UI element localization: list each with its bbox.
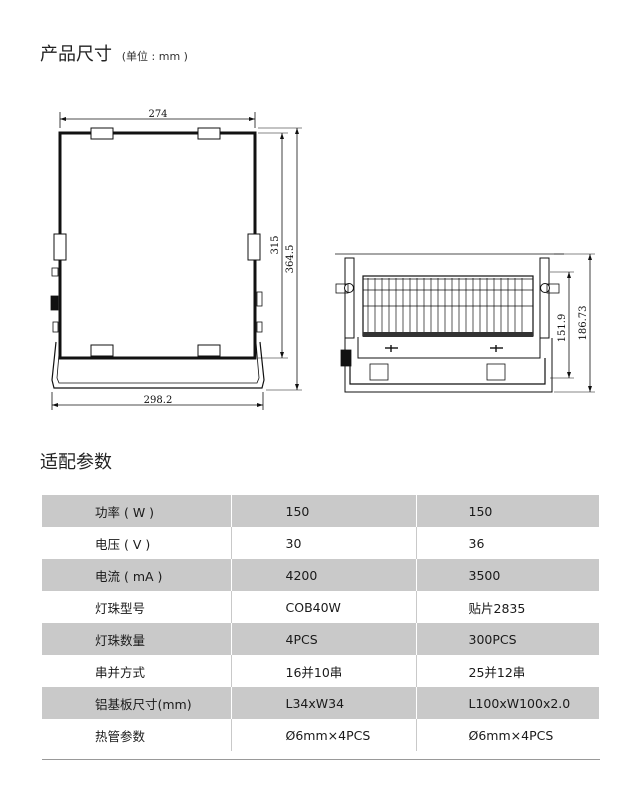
unit-note: (单位 : mm ) (121, 50, 188, 63)
dim-total-height: 364.5 (285, 245, 296, 274)
param-label: 电压 ( V ) (42, 527, 232, 559)
param-value-col2: 36 (416, 527, 600, 559)
param-value-col2: 150 (416, 495, 600, 527)
dim-body-height: 315 (270, 235, 281, 254)
table-bottom-divider (42, 759, 600, 760)
param-label: 灯珠型号 (42, 591, 232, 623)
param-value-col1: 150 (231, 495, 417, 527)
dim-side-height-1: 151.9 (557, 314, 568, 343)
product-size-title-text: 产品尺寸 (40, 44, 112, 65)
param-value-col1: Ø6mm×4PCS (231, 719, 417, 751)
param-value-col2: 3500 (416, 559, 600, 591)
param-value-col2: 25并12串 (416, 655, 600, 687)
param-value-col1: COB40W (231, 591, 417, 623)
param-value-col2: 贴片2835 (416, 591, 600, 623)
param-label: 功率 ( W ) (42, 495, 232, 527)
param-value-col2: Ø6mm×4PCS (416, 719, 600, 751)
dim-total-width: 298.2 (144, 395, 173, 406)
param-value-col1: 16并10串 (231, 655, 417, 687)
param-value-col1: L34xW34 (231, 687, 417, 719)
side-view (335, 253, 595, 393)
param-label: 灯珠数量 (42, 623, 232, 655)
param-value-col1: 4PCS (231, 623, 417, 655)
param-label: 串并方式 (42, 655, 232, 687)
dimension-drawing: 274 298.2 315 364.5 (50, 109, 595, 410)
product-size-title: 产品尺寸 (单位 : mm ) (40, 40, 188, 66)
param-value-col2: L100xW100x2.0 (416, 687, 600, 719)
param-value-col1: 4200 (231, 559, 417, 591)
dim-side-height-2: 186.73 (578, 306, 589, 341)
params-title: 适配参数 (40, 452, 112, 473)
param-label: 电流 ( mA ) (42, 559, 232, 591)
param-value-col1: 30 (231, 527, 417, 559)
param-value-col2: 300PCS (416, 623, 600, 655)
front-view (50, 112, 302, 410)
param-label: 热管参数 (42, 719, 232, 751)
param-label: 铝基板尺寸(mm) (42, 687, 232, 719)
dim-front-width: 274 (148, 109, 167, 120)
